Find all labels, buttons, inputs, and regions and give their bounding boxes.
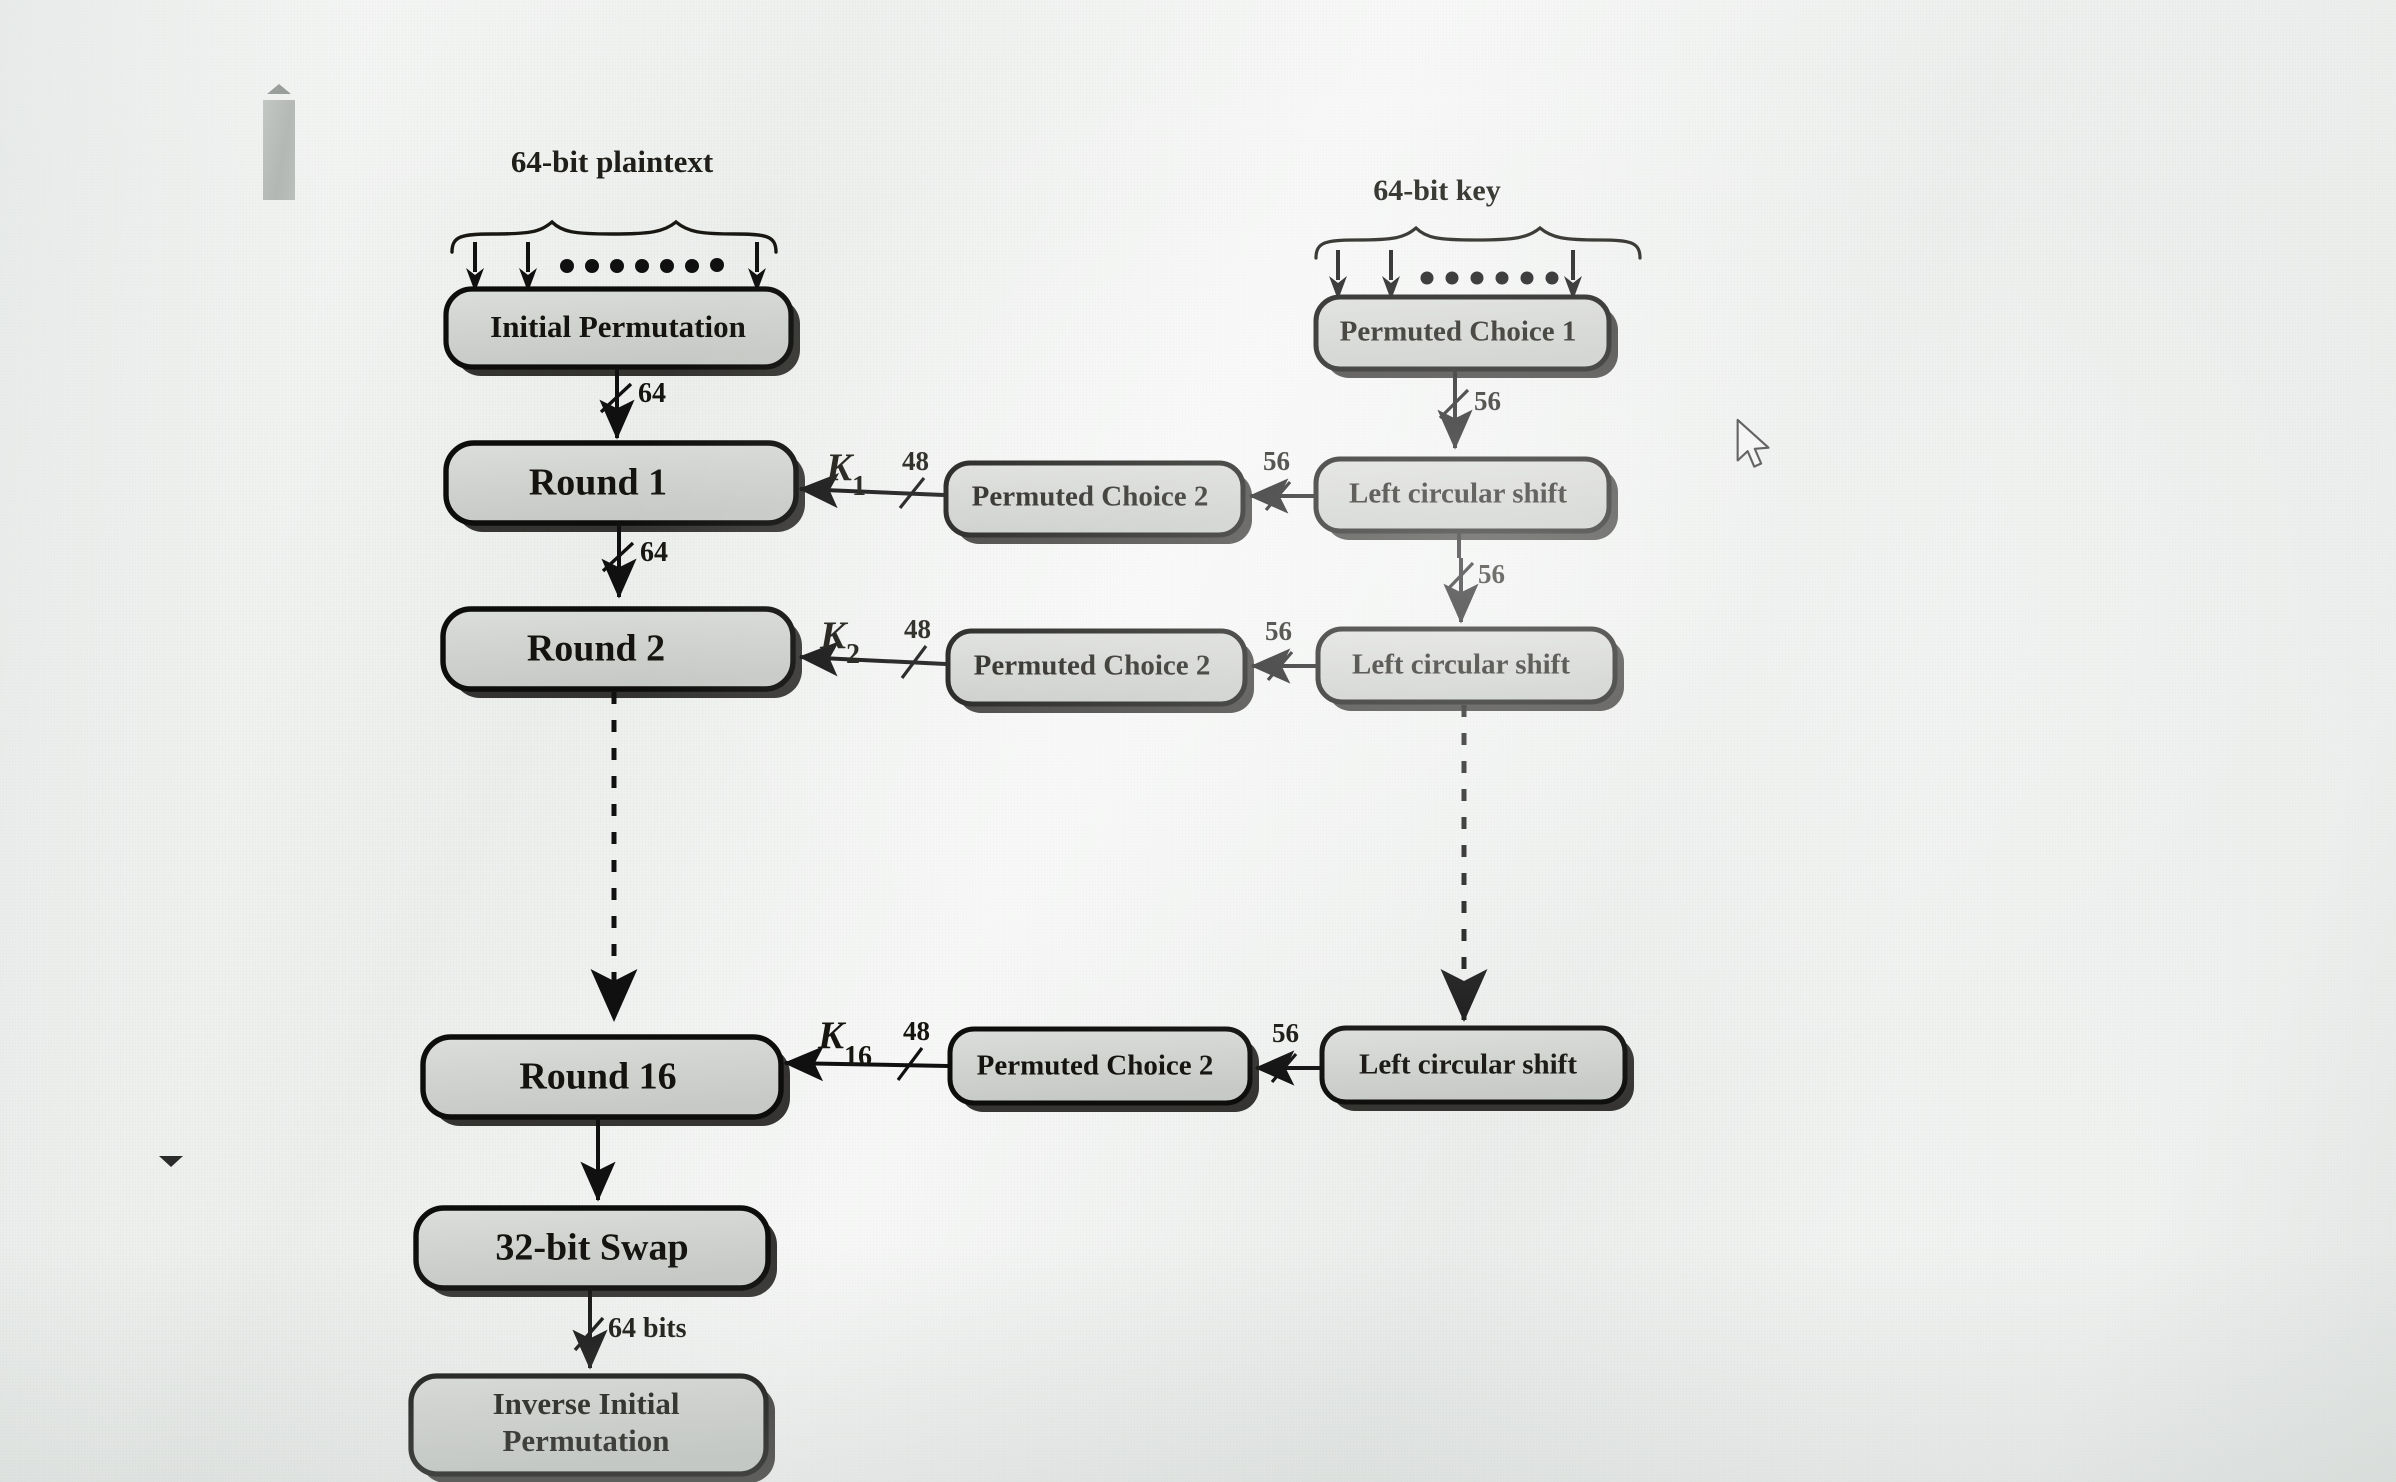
slash-ip-to-round1	[599, 382, 633, 414]
box-permuted-choice-2-2-label: Permuted Choice 2	[974, 650, 1211, 682]
box-round-1[interactable]: Round 1	[443, 440, 805, 532]
box-round-1-label: Round 1	[529, 462, 667, 504]
caption-key: 64-bit key	[1373, 174, 1501, 207]
box-permuted-choice-2-1-label: Permuted Choice 2	[972, 481, 1209, 513]
box-left-circular-shift-16-label: Left circular shift	[1359, 1049, 1577, 1081]
subkey-k2-symbol: K	[819, 614, 849, 657]
box-32-bit-swap-label: 32-bit Swap	[495, 1227, 688, 1269]
bits-round1-to-round2: 64	[640, 537, 668, 568]
box-32-bit-swap[interactable]: 32-bit Swap	[413, 1205, 777, 1297]
scroll-down-arrow[interactable]	[158, 1154, 184, 1168]
subkey-k1-symbol: K	[825, 446, 855, 489]
box-permuted-choice-1[interactable]: Permuted Choice 1	[1313, 294, 1618, 378]
subkey-k16-symbol: K	[817, 1014, 847, 1057]
box-permuted-choice-1-label: Permuted Choice 1	[1340, 316, 1577, 348]
box-permuted-choice-2-1[interactable]: Permuted Choice 2	[943, 460, 1252, 544]
box-left-circular-shift-2-label: Left circular shift	[1352, 649, 1570, 681]
bits-swap-to-iip: 64 bits	[608, 1313, 687, 1344]
slash-swap-to-iip	[573, 1316, 605, 1352]
slash-pc1-to-lcs1	[1438, 388, 1470, 420]
slash-k2	[900, 645, 928, 679]
box-permuted-choice-2-2[interactable]: Permuted Choice 2	[945, 628, 1254, 713]
slash-k1	[898, 477, 926, 509]
edge-pc2-16-to-round16	[783, 1046, 949, 1082]
scroll-thumb[interactable]	[263, 100, 295, 200]
box-left-circular-shift-2[interactable]: Left circular shift	[1315, 626, 1624, 711]
box-permuted-choice-2-16-label: Permuted Choice 2	[977, 1050, 1214, 1082]
slash-lcs16-to-pc2-16	[1270, 1052, 1298, 1084]
slash-lcs2-to-pc2-2	[1266, 650, 1294, 682]
box-round-2[interactable]: Round 2	[440, 606, 802, 698]
bits-k16-width: 48	[903, 1016, 930, 1046]
box-inverse-initial-permutation[interactable]: Inverse Initial Permutation	[408, 1373, 775, 1482]
vertical-scrollbar[interactable]	[159, 82, 296, 1172]
box-inverse-initial-permutation-label2: Permutation	[502, 1423, 669, 1458]
box-round-16-label: Round 16	[519, 1056, 676, 1098]
bits-k1-width: 48	[902, 446, 929, 476]
box-left-circular-shift-1-label: Left circular shift	[1349, 478, 1567, 510]
bits-lcs1-to-lcs2: 56	[1478, 559, 1505, 589]
subkey-k1-subscript: 1	[852, 471, 866, 502]
key-input-dots	[1420, 271, 1559, 285]
scroll-up-arrow[interactable]	[265, 82, 293, 96]
box-round-16[interactable]: Round 16	[420, 1034, 790, 1126]
bits-pc1-to-lcs1: 56	[1474, 386, 1501, 416]
box-round-2-label: Round 2	[527, 628, 665, 670]
slash-k16	[896, 1047, 924, 1081]
subkey-k16-subscript: 16	[844, 1041, 872, 1072]
mouse-pointer	[1736, 418, 1770, 468]
box-inverse-initial-permutation-label: Inverse Initial	[493, 1386, 680, 1421]
caption-plaintext: 64-bit plaintext	[511, 144, 714, 179]
slash-round1-to-round2	[601, 541, 635, 573]
bits-k2-width: 48	[904, 614, 931, 644]
bits-lcs2-to-pc2-2: 56	[1265, 616, 1292, 646]
box-permuted-choice-2-16[interactable]: Permuted Choice 2	[947, 1026, 1259, 1112]
brace-key	[1314, 225, 1642, 260]
box-initial-permutation[interactable]: Initial Permutation	[443, 286, 800, 376]
slash-lcs1-to-pc2-1	[1264, 480, 1292, 512]
bits-lcs16-to-pc2-16: 56	[1272, 1018, 1299, 1048]
box-left-circular-shift-1[interactable]: Left circular shift	[1313, 456, 1618, 540]
edge-pc2-2-to-round2	[798, 641, 947, 677]
plaintext-input-dots	[560, 258, 724, 273]
edge-pc2-1-to-round1	[798, 473, 945, 509]
subkey-k2-subscript: 2	[846, 639, 860, 670]
box-left-circular-shift-16[interactable]: Left circular shift	[1319, 1025, 1634, 1111]
bits-ip-to-round1: 64	[638, 378, 666, 409]
bits-lcs1-to-pc2-1: 56	[1263, 446, 1290, 476]
box-initial-permutation-label: Initial Permutation	[490, 309, 746, 344]
brace-plaintext	[450, 219, 778, 254]
slash-lcs1-to-lcs2	[1445, 561, 1475, 592]
